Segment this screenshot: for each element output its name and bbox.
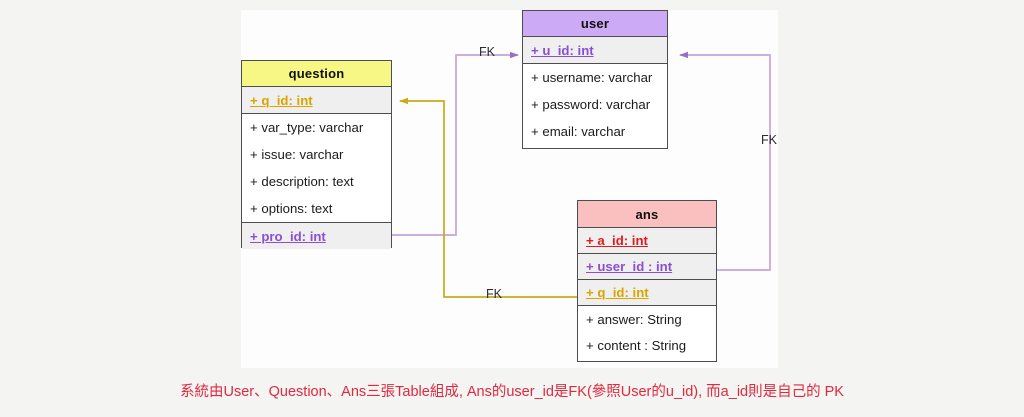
row-ans-answer: + answer: String bbox=[578, 306, 716, 332]
field-u-id: + u_id: int bbox=[531, 42, 594, 58]
field-ans-q-id: + q_id: int bbox=[586, 285, 649, 300]
field-q-id: + q_id: int bbox=[250, 92, 313, 108]
fk-label-question-to-ans: FK bbox=[486, 287, 502, 301]
row-user-email: + email: varchar bbox=[523, 118, 667, 145]
row-user-password: + password: varchar bbox=[523, 91, 667, 118]
row-ans-user-id: + user_id : int bbox=[578, 254, 716, 280]
field-pro-id: + pro_id: int bbox=[250, 228, 326, 244]
table-header-user: user bbox=[523, 11, 667, 37]
row-question-var-type: + var_type: varchar bbox=[242, 114, 391, 141]
field-user-id: + user_id : int bbox=[586, 259, 673, 274]
row-ans-content: + content : String bbox=[578, 332, 716, 358]
row-question-pro-id: + pro_id: int bbox=[242, 222, 391, 249]
field-answer: + answer: String bbox=[586, 311, 682, 327]
row-user-u-id: + u_id: int bbox=[523, 37, 667, 64]
row-ans-a-id: + a_id: int bbox=[578, 228, 716, 254]
field-password: + password: varchar bbox=[531, 97, 651, 112]
field-username: + username: varchar bbox=[531, 70, 653, 85]
row-question-q-id: + q_id: int bbox=[242, 87, 391, 114]
fk-label-ans-to-user: FK bbox=[761, 133, 777, 147]
field-issue: + issue: varchar bbox=[250, 147, 344, 162]
table-header-question: question bbox=[242, 61, 391, 87]
row-question-description: + description: text bbox=[242, 168, 391, 195]
table-header-ans: ans bbox=[578, 201, 716, 228]
field-var-type: + var_type: varchar bbox=[250, 120, 364, 135]
entity-table-user[interactable]: user + u_id: int + username: varchar + p… bbox=[522, 10, 668, 149]
entity-table-ans[interactable]: ans + a_id: int + user_id : int + q_id: … bbox=[577, 200, 717, 362]
row-ans-q-id: + q_id: int bbox=[578, 280, 716, 306]
field-options: + options: text bbox=[250, 201, 333, 216]
field-description: + description: text bbox=[250, 174, 354, 189]
fk-label-question-to-user: FK bbox=[479, 45, 495, 59]
row-question-options: + options: text bbox=[242, 195, 391, 222]
entity-table-question[interactable]: question + q_id: int + var_type: varchar… bbox=[241, 60, 392, 249]
row-question-issue: + issue: varchar bbox=[242, 141, 391, 168]
field-content: + content : String bbox=[586, 337, 687, 353]
field-email: + email: varchar bbox=[531, 124, 626, 139]
field-a-id: + a_id: int bbox=[586, 233, 648, 248]
row-user-username: + username: varchar bbox=[523, 64, 667, 91]
diagram-caption: 系統由User、Question、Ans三張Table組成, Ans的user_… bbox=[180, 384, 844, 400]
